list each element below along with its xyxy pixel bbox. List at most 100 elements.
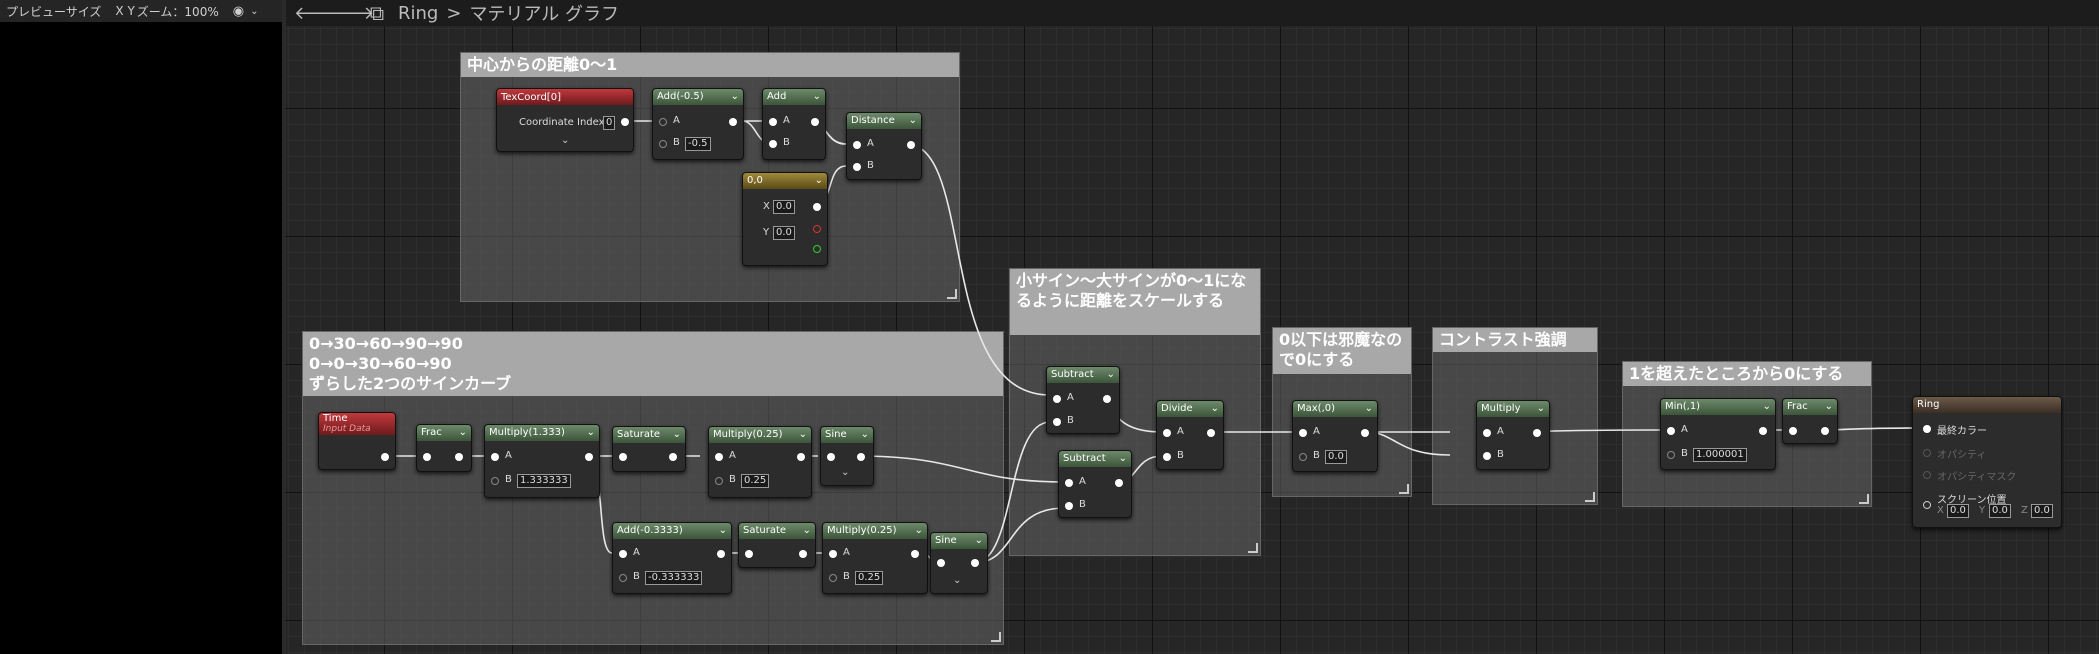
- chevron-down-icon[interactable]: ⌄: [1536, 403, 1545, 414]
- chevron-down-icon[interactable]: ⌄: [1762, 401, 1771, 412]
- b-value-field[interactable]: -0.5: [685, 137, 711, 151]
- chevron-down-icon[interactable]: ⌄: [1824, 401, 1833, 412]
- chevron-down-icon[interactable]: ⌄: [798, 429, 807, 440]
- material-graph-icon[interactable]: ⧉: [369, 1, 385, 25]
- output-pin[interactable]: [1533, 429, 1541, 437]
- node-texcoord[interactable]: TexCoord[0] Coordinate Index 0 ⌄: [496, 88, 634, 152]
- node-frac[interactable]: Frac⌄: [416, 424, 472, 472]
- input-pin-a[interactable]: [1053, 395, 1061, 403]
- b-value-field[interactable]: -0.333333: [645, 571, 703, 585]
- node-add-minus-third[interactable]: Add(-0.3333)⌄ A B -0.333333: [612, 522, 732, 594]
- output-pin[interactable]: [381, 453, 389, 461]
- chevron-down-icon[interactable]: ⌄: [250, 5, 259, 17]
- panel-splitter[interactable]: [282, 0, 286, 654]
- output-pin[interactable]: [455, 453, 463, 461]
- chevron-down-icon[interactable]: ⌄: [730, 91, 739, 102]
- b-value-field[interactable]: 0.25: [855, 571, 884, 585]
- arrow-right-icon[interactable]: 🡒: [326, 2, 375, 24]
- node-sine[interactable]: Sine⌄ ⌄: [820, 426, 874, 486]
- chevron-down-icon[interactable]: ⌄: [953, 575, 962, 586]
- b-value-field[interactable]: 1.333333: [517, 474, 571, 488]
- x-value-field[interactable]: 0.0: [773, 200, 795, 214]
- node-multiply[interactable]: Multiply⌄ A B: [1476, 400, 1550, 470]
- input-pin[interactable]: [827, 453, 835, 461]
- b-value-field[interactable]: 1.000001: [1693, 448, 1747, 462]
- chevron-down-icon[interactable]: ⌄: [718, 525, 727, 536]
- input-pin-opacity[interactable]: [1923, 449, 1931, 457]
- input-pin-b[interactable]: [853, 163, 861, 171]
- output-pin[interactable]: [911, 550, 919, 558]
- input-pin-b[interactable]: [769, 140, 777, 148]
- y-value-field[interactable]: 0.0: [1989, 504, 2011, 518]
- input-pin-a[interactable]: [1483, 429, 1491, 437]
- chevron-down-icon[interactable]: ⌄: [586, 427, 595, 438]
- x-value-field[interactable]: 0.0: [1947, 504, 1969, 518]
- node-sine[interactable]: Sine⌄ ⌄: [930, 532, 988, 594]
- output-pin[interactable]: [669, 453, 677, 461]
- chevron-down-icon[interactable]: ⌄: [914, 525, 923, 536]
- input-pin-a[interactable]: [659, 118, 667, 126]
- chevron-down-icon[interactable]: ⌄: [814, 175, 823, 186]
- output-pin[interactable]: [813, 203, 821, 211]
- input-pin-a[interactable]: [1667, 427, 1675, 435]
- input-pin-b[interactable]: [1053, 418, 1061, 426]
- output-pin[interactable]: [729, 118, 737, 126]
- input-pin-b[interactable]: [659, 140, 667, 148]
- output-pin[interactable]: [1115, 479, 1123, 487]
- chevron-down-icon[interactable]: ⌄: [458, 427, 467, 438]
- input-pin[interactable]: [745, 550, 753, 558]
- input-pin-screen-position[interactable]: [1923, 501, 1931, 509]
- resize-grip-icon[interactable]: [1585, 492, 1595, 502]
- chevron-down-icon[interactable]: ⌄: [841, 467, 850, 478]
- preview-viewport[interactable]: プレビューサイズ X Y ズーム：100% ◉ ⌄: [0, 0, 282, 654]
- arrow-left-icon[interactable]: 🡐: [294, 2, 343, 24]
- output-pin[interactable]: [1759, 427, 1767, 435]
- output-pin[interactable]: [585, 453, 593, 461]
- output-pin[interactable]: [621, 118, 629, 126]
- output-pin[interactable]: [811, 118, 819, 126]
- resize-grip-icon[interactable]: [1859, 494, 1869, 504]
- chevron-down-icon[interactable]: ⌄: [672, 429, 681, 440]
- eye-icon[interactable]: ◉: [232, 3, 245, 19]
- node-min[interactable]: Min(,1)⌄ A B 1.000001: [1660, 398, 1776, 470]
- resize-grip-icon[interactable]: [947, 289, 957, 299]
- node-constant-vector[interactable]: 0,0⌄ X 0.0 Y 0.0: [742, 172, 828, 266]
- input-pin[interactable]: [619, 453, 627, 461]
- y-value-field[interactable]: 0.0: [773, 226, 795, 240]
- output-pin-g[interactable]: [813, 245, 821, 253]
- preview-size-label[interactable]: プレビューサイズ: [6, 4, 102, 19]
- chevron-down-icon[interactable]: ⌄: [1210, 403, 1219, 414]
- node-frac[interactable]: Frac⌄: [1782, 398, 1838, 444]
- resize-grip-icon[interactable]: [1399, 484, 1409, 494]
- input-pin-b[interactable]: [1163, 453, 1171, 461]
- input-pin-a[interactable]: [1163, 429, 1171, 437]
- input-pin-final-color[interactable]: [1923, 425, 1931, 433]
- material-graph-canvas[interactable]: 中心からの距離0～1 0→30→60→90→90 0→0→30→60→90 ずら…: [286, 0, 2099, 654]
- chevron-down-icon[interactable]: ⌄: [1364, 403, 1373, 414]
- input-pin-b[interactable]: [829, 574, 837, 582]
- node-material-result[interactable]: Ring 最終カラー オパシティ オパシティマスク スクリーン位置 X 0.0 …: [1912, 396, 2062, 528]
- breadcrumb-asset[interactable]: Ring: [398, 2, 439, 24]
- chevron-down-icon[interactable]: ⌄: [908, 115, 917, 126]
- node-multiply-025[interactable]: Multiply(0.25)⌄ A B 0.25: [822, 522, 928, 594]
- resize-grip-icon[interactable]: [1248, 543, 1258, 553]
- input-pin-b[interactable]: [1667, 451, 1675, 459]
- output-pin[interactable]: [797, 453, 805, 461]
- input-pin-b[interactable]: [1299, 453, 1307, 461]
- node-subtract[interactable]: Subtract⌄ A B: [1046, 366, 1120, 434]
- node-subtract[interactable]: Subtract⌄ A B: [1058, 450, 1132, 518]
- input-pin-a[interactable]: [1299, 429, 1307, 437]
- preview-axis-label[interactable]: X Y: [115, 4, 135, 18]
- input-pin-b[interactable]: [715, 477, 723, 485]
- node-divide[interactable]: Divide⌄ A B: [1156, 400, 1224, 470]
- chevron-down-icon[interactable]: ⌄: [974, 535, 983, 546]
- input-pin[interactable]: [423, 453, 431, 461]
- output-pin[interactable]: [1207, 429, 1215, 437]
- input-pin-b[interactable]: [619, 574, 627, 582]
- output-pin[interactable]: [1361, 429, 1369, 437]
- input-pin-b[interactable]: [1065, 502, 1073, 510]
- input-pin-a[interactable]: [619, 550, 627, 558]
- output-pin[interactable]: [799, 550, 807, 558]
- input-pin-opacity-mask[interactable]: [1923, 471, 1931, 479]
- output-pin[interactable]: [971, 559, 979, 567]
